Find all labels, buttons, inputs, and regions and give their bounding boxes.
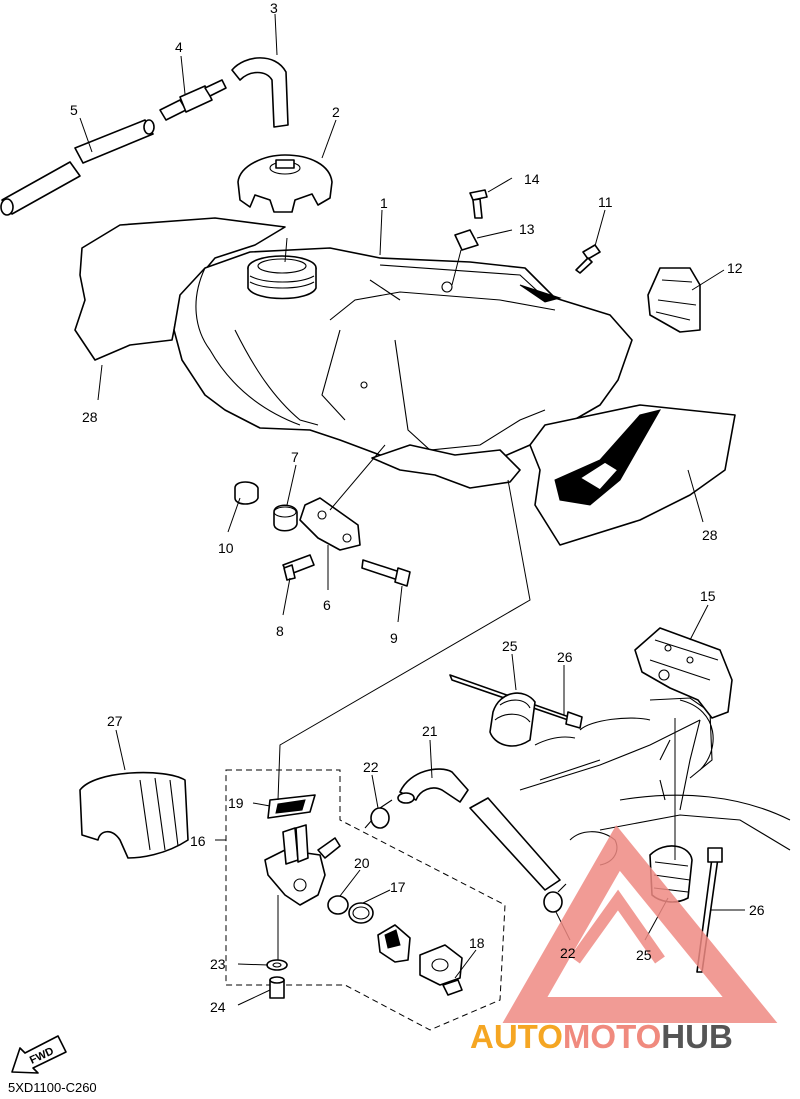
plate-18 bbox=[419, 944, 463, 996]
callout-2: 2 bbox=[332, 104, 340, 120]
o-ring-17 bbox=[348, 902, 374, 924]
clamp-22-lower bbox=[543, 883, 567, 913]
fuel-cock-kit-boundary bbox=[225, 769, 506, 1031]
fuel-cock-body bbox=[264, 824, 341, 906]
callout-17: 17 bbox=[390, 879, 406, 895]
leader-lines bbox=[79, 13, 745, 1006]
frame bbox=[519, 697, 791, 866]
callout-21: 21 bbox=[422, 723, 438, 739]
callout-15: 15 bbox=[700, 588, 716, 604]
callout-28-left: 28 bbox=[82, 409, 98, 425]
callout-5: 5 bbox=[70, 102, 78, 118]
gasket-19 bbox=[267, 794, 316, 819]
bolt-14 bbox=[469, 189, 488, 219]
guard-15 bbox=[634, 627, 733, 719]
callout-22-lower: 22 bbox=[560, 945, 576, 961]
clamp-22-upper bbox=[364, 799, 393, 829]
heat-protector-27 bbox=[79, 771, 189, 859]
callout-numbers: 3 4 5 2 1 14 13 11 12 28 28 7 10 6 8 9 1… bbox=[70, 0, 765, 1015]
right-side-cover-graphic bbox=[554, 409, 662, 506]
callout-16: 16 bbox=[190, 833, 206, 849]
bolt-11 bbox=[575, 244, 601, 274]
diagram-code: 5XD1100-C260 bbox=[8, 1080, 97, 1095]
protector-25-upper bbox=[489, 692, 536, 747]
bolt-8 bbox=[282, 554, 315, 581]
clip-12 bbox=[647, 267, 701, 333]
callout-20: 20 bbox=[354, 855, 370, 871]
fuel-cap-2 bbox=[237, 154, 333, 213]
watermark-logo: AUTOMOTOHUB bbox=[470, 825, 778, 1055]
callout-4: 4 bbox=[175, 39, 183, 55]
damper-13 bbox=[454, 229, 479, 251]
fuel-tank bbox=[173, 247, 633, 489]
hose-joint-4 bbox=[159, 79, 227, 121]
callout-14: 14 bbox=[524, 171, 540, 187]
callout-18: 18 bbox=[469, 935, 485, 951]
bolt-9 bbox=[361, 559, 411, 587]
callout-28-right: 28 bbox=[702, 527, 718, 543]
bracket-6 bbox=[299, 497, 361, 551]
callout-24: 24 bbox=[210, 999, 226, 1015]
bolt-24 bbox=[269, 976, 285, 999]
callout-26-lower: 26 bbox=[749, 902, 765, 918]
callout-12: 12 bbox=[727, 260, 743, 276]
callout-13: 13 bbox=[519, 221, 535, 237]
callout-25-lower: 25 bbox=[636, 947, 652, 963]
callout-25-upper: 25 bbox=[502, 638, 518, 654]
fwd-arrow: FWD bbox=[11, 1035, 67, 1074]
breather-hose-3 bbox=[231, 57, 289, 128]
lever bbox=[377, 924, 411, 963]
callout-26-upper: 26 bbox=[557, 649, 573, 665]
callout-27: 27 bbox=[107, 713, 123, 729]
right-side-cover bbox=[529, 404, 736, 546]
callout-22-upper: 22 bbox=[363, 759, 379, 775]
seal-20 bbox=[327, 895, 349, 915]
callout-19: 19 bbox=[228, 795, 244, 811]
watermark-text: AUTOMOTOHUB bbox=[470, 1018, 733, 1055]
callout-6: 6 bbox=[323, 597, 331, 613]
callout-3: 3 bbox=[270, 0, 278, 16]
fuel-hose-5 bbox=[0, 119, 155, 216]
bolt-10 bbox=[234, 481, 259, 505]
callout-1: 1 bbox=[380, 195, 388, 211]
fuel-hose-21 bbox=[397, 768, 561, 891]
callout-23: 23 bbox=[210, 956, 226, 972]
callout-11: 11 bbox=[598, 194, 613, 210]
washer-23 bbox=[266, 959, 288, 971]
callout-9: 9 bbox=[390, 630, 398, 646]
callout-8: 8 bbox=[276, 623, 284, 639]
collar-7 bbox=[273, 504, 298, 532]
callout-7: 7 bbox=[291, 449, 299, 465]
callout-10: 10 bbox=[218, 540, 234, 556]
